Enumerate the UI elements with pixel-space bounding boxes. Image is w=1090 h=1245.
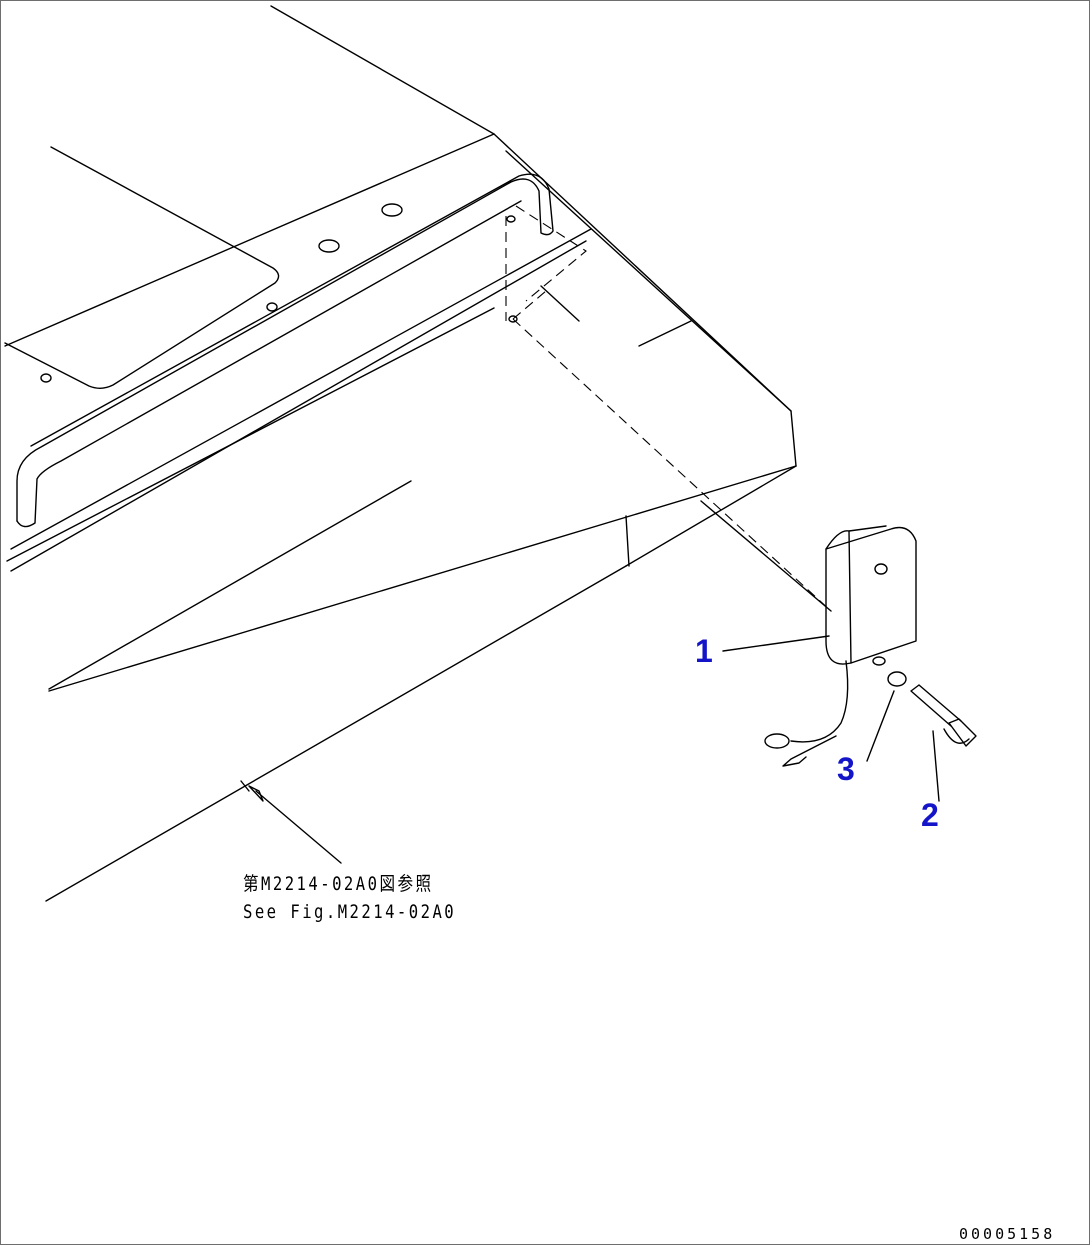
handrail <box>16 173 554 522</box>
part-3-washer <box>887 671 907 687</box>
body-line <box>45 565 627 902</box>
hole <box>506 215 516 223</box>
roof-outline <box>270 5 792 412</box>
body-notch <box>638 320 692 347</box>
hole <box>318 239 340 253</box>
hole <box>381 203 403 217</box>
roof-step <box>505 150 797 467</box>
handrail-lower <box>16 200 522 528</box>
reference-arrow <box>248 785 264 802</box>
assembly-leader <box>700 500 832 612</box>
body-line <box>10 228 592 550</box>
reference-tick <box>240 780 250 792</box>
body-line <box>6 307 495 562</box>
hole <box>40 373 52 383</box>
callout-1: 1 <box>695 633 713 669</box>
body-line <box>10 240 587 572</box>
part-1-relay <box>764 525 917 767</box>
body-edge <box>625 465 797 567</box>
roof-edge-right <box>4 133 495 347</box>
callout-2: 2 <box>921 797 939 833</box>
callout-3: 3 <box>837 751 855 787</box>
leader-3 <box>866 690 895 762</box>
hidden-bracket <box>505 205 587 321</box>
body-line <box>48 465 797 692</box>
body-line <box>48 480 412 690</box>
body-notch <box>540 285 580 322</box>
hole <box>508 315 518 323</box>
leader-2 <box>932 730 940 802</box>
leader-1 <box>722 635 830 652</box>
reference-note-en: See Fig.M2214-02A0 <box>243 901 457 923</box>
drawing-code: 00005158 <box>959 1225 1056 1243</box>
hole <box>266 302 278 312</box>
reference-leader <box>255 790 342 864</box>
hidden-leader <box>512 318 832 612</box>
reference-note-jp: 第M2214-02A0図参照 <box>243 873 434 895</box>
body-notch <box>625 515 630 567</box>
top-panel <box>4 146 280 389</box>
part-2-bolt <box>910 684 977 747</box>
